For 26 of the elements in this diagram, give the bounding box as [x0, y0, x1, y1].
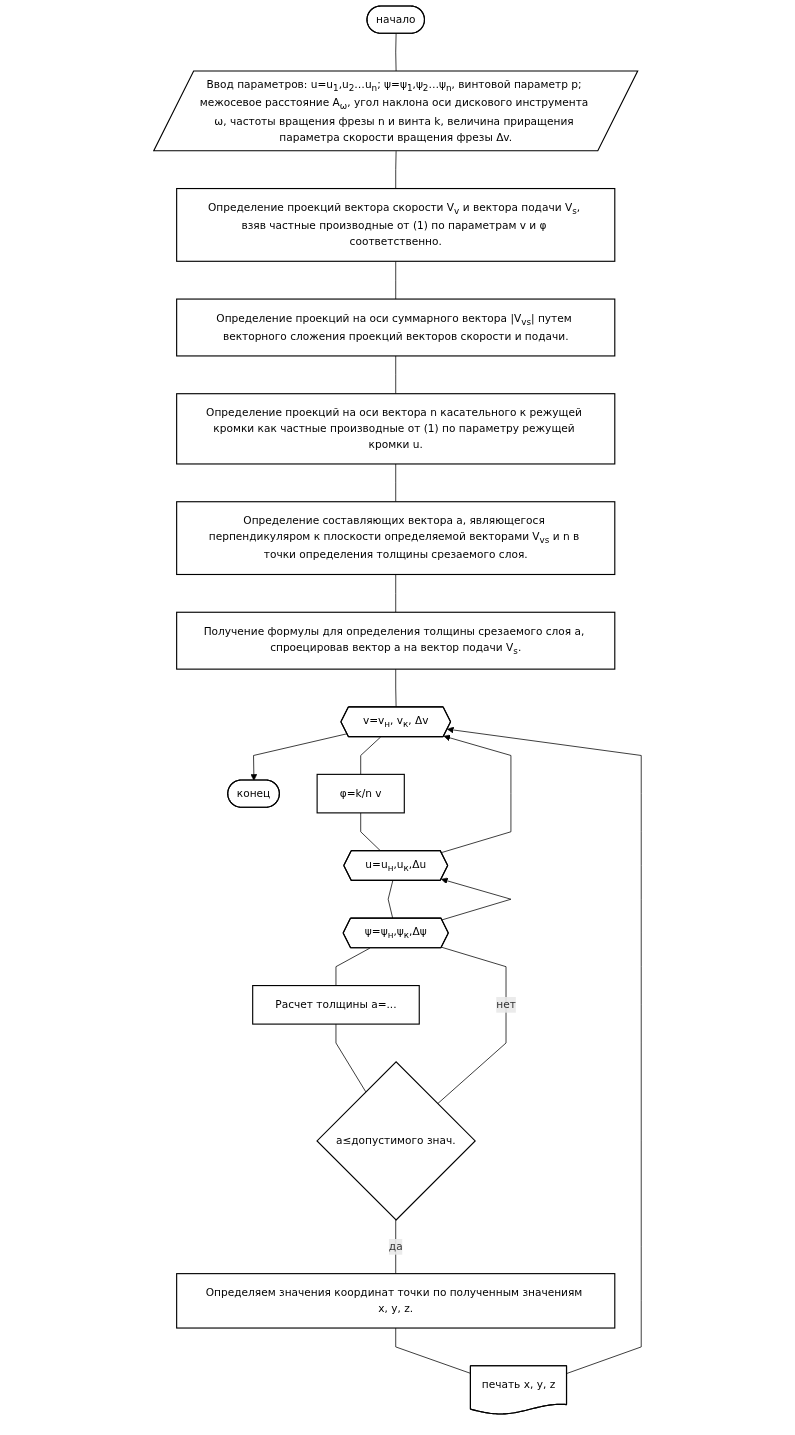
node-box: Получение формулы для определения толщины срезаемого слоя a, спроецировав вектор a на вектор подачи V$_{s}$. — [176, 611, 616, 670]
connector — [395, 1219, 397, 1275]
connector — [360, 812, 382, 852]
node-box: Определение проекций на оси суммарного вектора |V$_{vs}$| путем векторного сложения проекций векторов скорости и подачи. — [176, 298, 616, 357]
connector — [395, 668, 397, 708]
connector — [395, 1327, 472, 1374]
connector — [395, 463, 397, 503]
node-box: Расчет толщины a=... — [252, 985, 420, 1025]
connector — [360, 736, 382, 775]
connector — [395, 33, 397, 72]
node-diamond: a≤допустимого знач. — [316, 1061, 476, 1221]
node-box: φ=k/n v — [316, 773, 405, 814]
node-box: Определяем значения координат точки по полученным значениям x, y, z. — [176, 1273, 616, 1329]
connector — [395, 150, 397, 189]
connector — [335, 1023, 367, 1093]
connector — [395, 355, 397, 395]
connector — [395, 260, 397, 300]
connector — [437, 946, 507, 1105]
node-box: Определение проекций на оси вектора n касательного к режущей кромки как частные производные от (1) по параметру режущей кромки u. — [176, 393, 616, 465]
node-box: Определение проекций вектора скорости V$_{v}$ и вектора подачи V$_{s}$, взяв частные производные от (1) по параметрам v и φ соответственно. — [176, 188, 616, 262]
connector — [335, 947, 371, 986]
connector — [395, 574, 397, 613]
edge-label: нет — [496, 998, 516, 1011]
connector — [387, 880, 394, 919]
edge-label: да — [388, 1240, 403, 1253]
node-box: Определение составляющих вектора a, являющегося перпендикуляром к плоскости определяемой векторами V$_{vs}$ и n в точки определения толщины срезаемого слоя. — [176, 501, 616, 576]
